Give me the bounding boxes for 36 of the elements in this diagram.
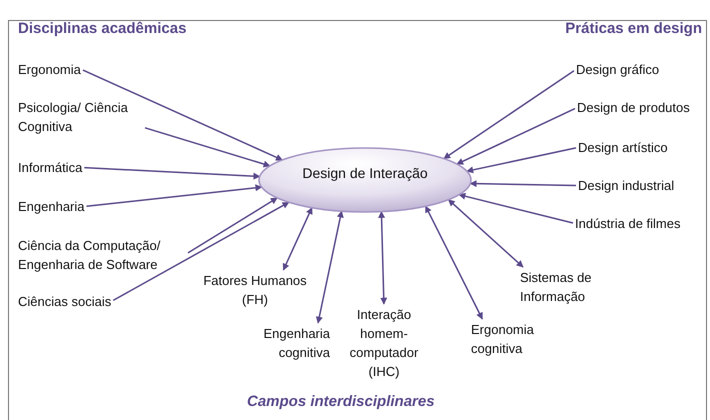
field-label: Ciência da Computação/ Engenharia de Software [16, 235, 188, 275]
node-label: Design de Interação [301, 164, 429, 183]
arrow [424, 206, 483, 320]
field-label: Ergonomia cognitiva [469, 319, 563, 359]
arrow [188, 197, 278, 254]
arrow [378, 210, 388, 305]
column-heading: Disciplinas acadêmicas [18, 20, 186, 37]
field-label: Ciências sociais [16, 291, 114, 312]
arrow [282, 207, 313, 271]
arrow [84, 166, 260, 180]
arrow [470, 180, 576, 188]
arrow [443, 70, 574, 160]
section-heading: Campos interdisciplinares [247, 393, 435, 410]
arrow [466, 147, 576, 174]
field-label: Sistemas de Informação [518, 267, 612, 307]
field-label: Engenharia cognitiva [236, 323, 332, 363]
column-heading: Práticas em design [565, 20, 702, 37]
arrow [456, 108, 576, 165]
arrow [448, 199, 524, 268]
field-label: Informática [16, 157, 84, 178]
field-label: Indústria de filmes [573, 213, 682, 234]
field-label: Psicologia/ Ciência Cognitiva [16, 97, 145, 137]
field-label: Design artístico [576, 137, 670, 158]
field-label: Design industrial [576, 175, 676, 196]
arrow [144, 127, 271, 168]
arrow [86, 184, 262, 208]
field-label: Design de produtos [575, 97, 692, 118]
field-label: Design gráfico [574, 59, 662, 80]
arrow [458, 192, 574, 224]
arrow [316, 210, 344, 324]
field-label: Interação homem-computador (IHC) [334, 304, 434, 382]
field-label: Fatores Humanos (FH) [200, 270, 310, 310]
arrow [82, 69, 283, 161]
field-label: Ergonomia [16, 59, 83, 80]
arrow [112, 202, 290, 302]
field-label: Engenharia [16, 196, 86, 217]
